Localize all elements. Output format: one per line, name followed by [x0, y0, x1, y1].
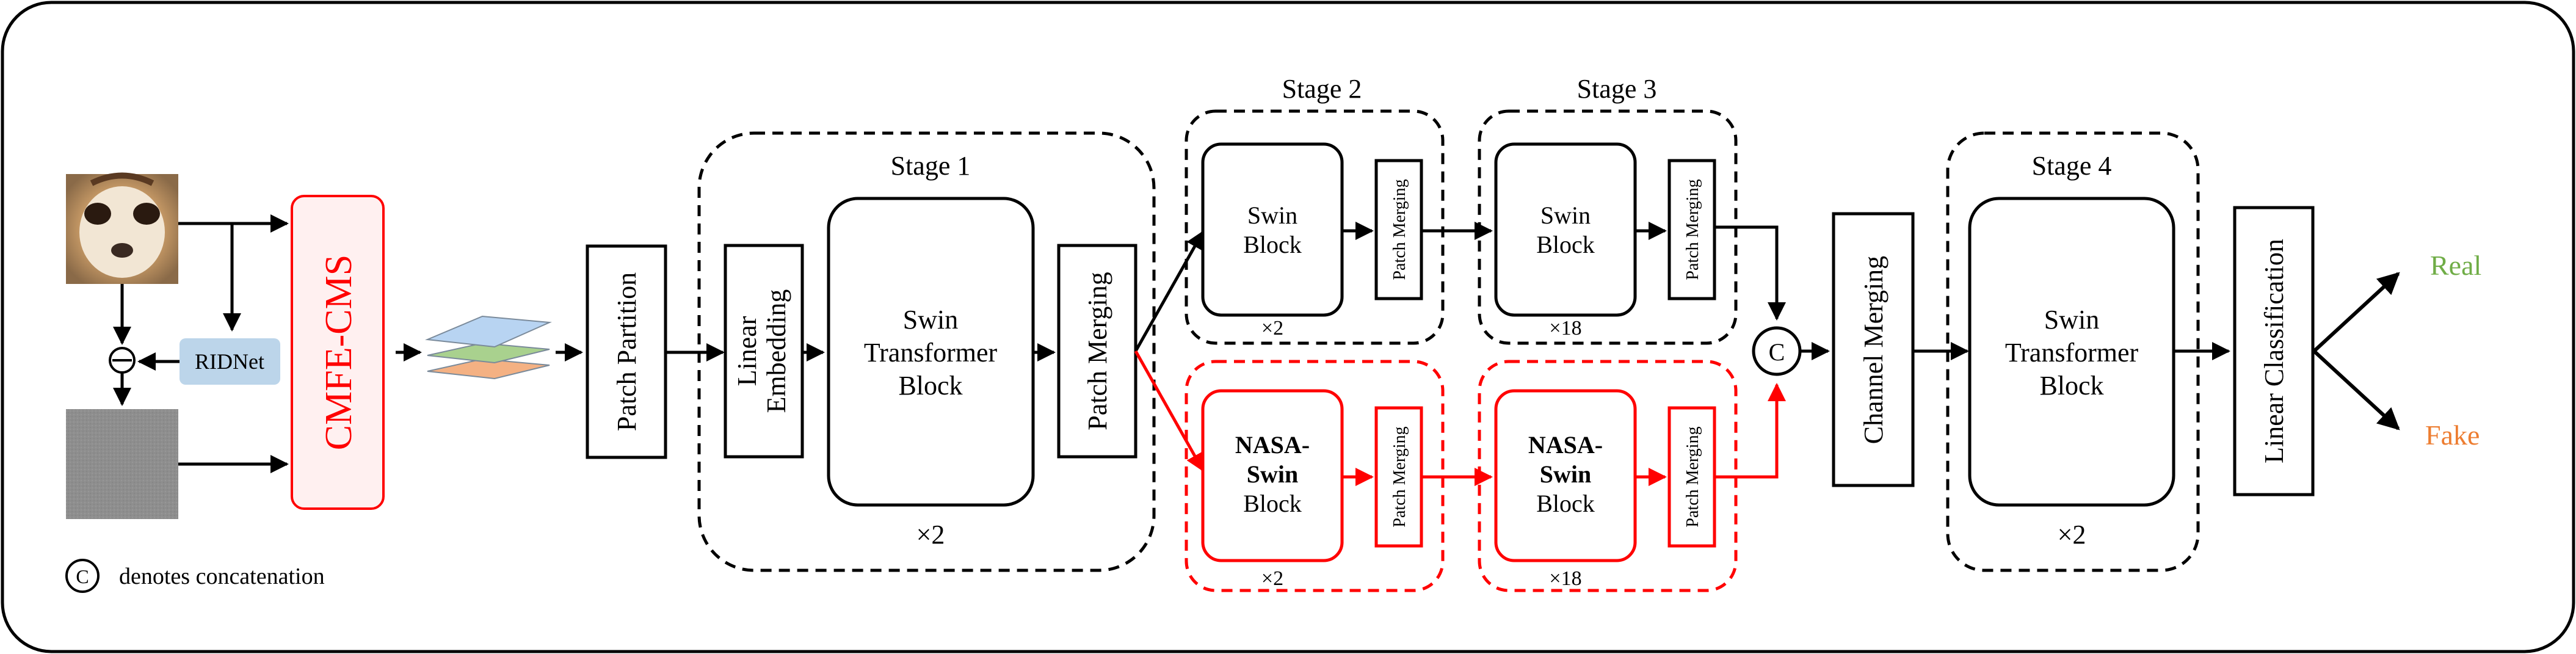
stage2-top-block-line2: Block	[1243, 231, 1302, 258]
ridnet-box	[180, 338, 280, 385]
stage2-top-merging-label: Patch Merging	[1390, 179, 1409, 280]
stage2-bottom-merging-label: Patch Merging	[1390, 426, 1409, 527]
stage3-top-patch-merging	[1667, 159, 1716, 300]
stage3-bottom-block-line1: NASA-	[1528, 431, 1603, 459]
stage3-bottom-repeat: ×18	[1549, 567, 1581, 590]
output-fake-label: Fake	[2425, 420, 2480, 451]
stage2-bottom-block-line2: Swin	[1247, 460, 1299, 488]
stage3-bottom-block-line3: Block	[1536, 490, 1595, 517]
arrow-to-real	[2312, 272, 2400, 353]
output-real-label: Real	[2430, 250, 2481, 281]
stage2-bottom-block-line1: NASA-	[1235, 431, 1310, 459]
stage2-top-patch-merging	[1374, 159, 1423, 300]
legend-symbol: C	[76, 565, 89, 587]
patch-partition-box	[586, 244, 667, 459]
arrow-stage3-top-to-concat	[1714, 225, 1786, 321]
stage2-title: Stage 2	[1282, 74, 1362, 104]
stage3-top-block-line2: Block	[1536, 231, 1595, 258]
stage3-bottom-block-line2: Swin	[1540, 460, 1592, 488]
stage3-bottom-patch-merging	[1667, 406, 1716, 548]
cmfe-cms-label: CMFE-CMS	[318, 255, 360, 450]
stage4-block-line1: Swin	[2044, 305, 2099, 335]
stage4-repeat: ×2	[2058, 520, 2086, 550]
cmfe-cms-box	[291, 195, 385, 510]
stage1-block-line3: Block	[898, 371, 962, 401]
stage2-top-repeat: ×2	[1261, 317, 1283, 340]
stage4-container	[1946, 131, 2200, 572]
channel-merging-box	[1832, 212, 1915, 487]
subtract-icon	[109, 347, 136, 374]
linear-classification-label: Linear Classification	[2259, 239, 2289, 463]
stage1-container	[697, 131, 1156, 572]
stage3-bottom-container	[1478, 360, 1738, 592]
stage1-repeat: ×2	[916, 520, 945, 550]
stage3-top-block-line1: Swin	[1540, 202, 1591, 229]
stage4-block-line3: Block	[2039, 371, 2103, 401]
arrow-to-stage2-bottom	[1134, 350, 1205, 472]
stage4-block-line2: Transformer	[2005, 338, 2139, 368]
feature-layers-icon	[425, 315, 552, 380]
legend-concat-icon	[65, 559, 100, 593]
linear-embedding-label-line1: Linear	[732, 316, 762, 386]
ridnet-label: RIDNet	[195, 349, 264, 374]
stage3-bottom-merging-label: Patch Merging	[1683, 426, 1702, 527]
stage3-top-merging-label: Patch Merging	[1683, 179, 1702, 280]
stage2-swin-block	[1201, 142, 1344, 317]
stage1-block-line2: Transformer	[864, 338, 998, 368]
linear-embedding-label-line2: Embedding	[761, 289, 791, 413]
stage2-bottom-block-line3: Block	[1243, 490, 1302, 517]
stage1-patch-merging-box	[1057, 244, 1137, 459]
concat-symbol: C	[1769, 338, 1785, 366]
stage2-top-block-line1: Swin	[1247, 202, 1297, 229]
stage1-title: Stage 1	[891, 151, 971, 181]
stage1-block-line1: Swin	[903, 305, 958, 335]
stage3-top-repeat: ×18	[1549, 317, 1581, 340]
noise-image	[66, 409, 178, 519]
stage1-patch-merging-label: Patch Merging	[1083, 272, 1112, 431]
stage4-title: Stage 4	[2032, 151, 2112, 181]
stage2-top-container	[1185, 109, 1445, 345]
stage3-swin-block	[1494, 142, 1637, 317]
legend-text: denotes concatenation	[119, 564, 325, 589]
arrow-to-stage2-top	[1134, 230, 1205, 352]
arrow-stage3-bottom-to-concat	[1714, 383, 1786, 479]
channel-merging-label: Channel Merging	[1859, 256, 1888, 444]
stage2-bottom-container	[1185, 360, 1445, 592]
patch-partition-label: Patch Partition	[612, 272, 642, 431]
linear-classification-box	[2233, 206, 2315, 496]
face-image	[66, 172, 178, 284]
stage2-bottom-repeat: ×2	[1261, 567, 1283, 590]
arrow-to-fake	[2312, 349, 2400, 431]
stage3-title: Stage 3	[1577, 74, 1657, 104]
input-arrows	[113, 214, 583, 473]
